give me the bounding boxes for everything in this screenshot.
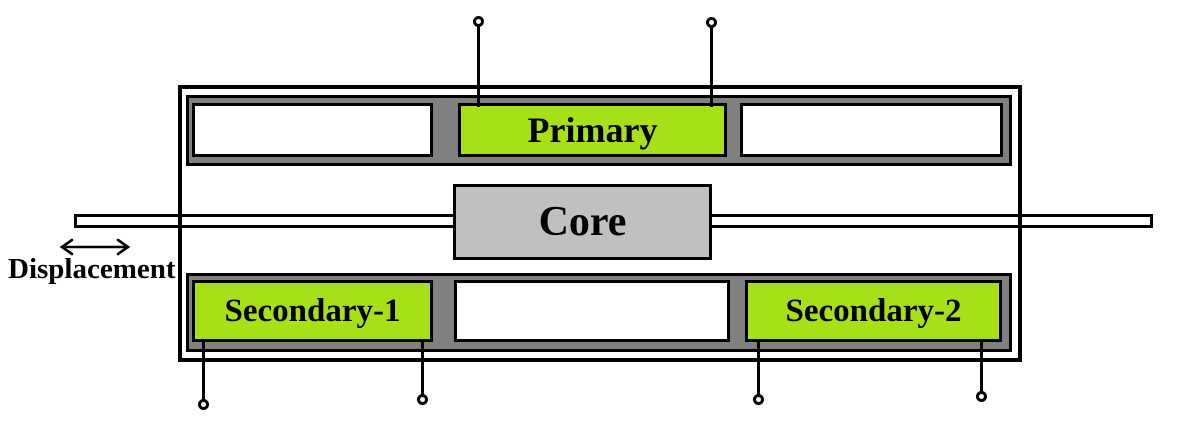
secondary-2-lead-right-wire <box>980 342 983 393</box>
secondary-2-coil: Secondary-2 <box>745 280 1002 342</box>
secondary-2-terminal-right-circle <box>976 391 987 402</box>
secondary-2-lead-left-wire <box>757 342 760 396</box>
bottom-middle-winding-slot <box>454 280 730 342</box>
displacement-double-arrow-icon <box>59 238 131 256</box>
secondary-1-coil: Secondary-1 <box>192 280 433 342</box>
secondary-1-terminal-left-circle <box>198 399 209 410</box>
primary-terminal-right-circle <box>706 17 717 28</box>
secondary-1-lead-right-wire <box>421 342 424 396</box>
primary-coil: Primary <box>458 103 727 157</box>
primary-terminal-left-circle <box>473 16 484 27</box>
primary-coil-label: Primary <box>527 110 658 150</box>
top-left-winding-slot <box>192 103 433 157</box>
transformer-housing <box>178 85 1022 362</box>
displacement-label: Displacement <box>8 253 176 285</box>
secondary-2-coil-label: Secondary-2 <box>785 292 962 329</box>
primary-lead-right-wire <box>710 27 713 107</box>
core-label: Core <box>538 199 627 245</box>
top-right-winding-slot <box>740 103 1003 157</box>
core-block: Core <box>453 184 712 260</box>
primary-lead-left-wire <box>477 26 480 107</box>
secondary-1-coil-label: Secondary-1 <box>224 292 401 329</box>
secondary-1-lead-left-wire <box>202 340 205 400</box>
secondary-2-terminal-left-circle <box>753 394 764 405</box>
secondary-1-terminal-right-circle <box>417 394 428 405</box>
